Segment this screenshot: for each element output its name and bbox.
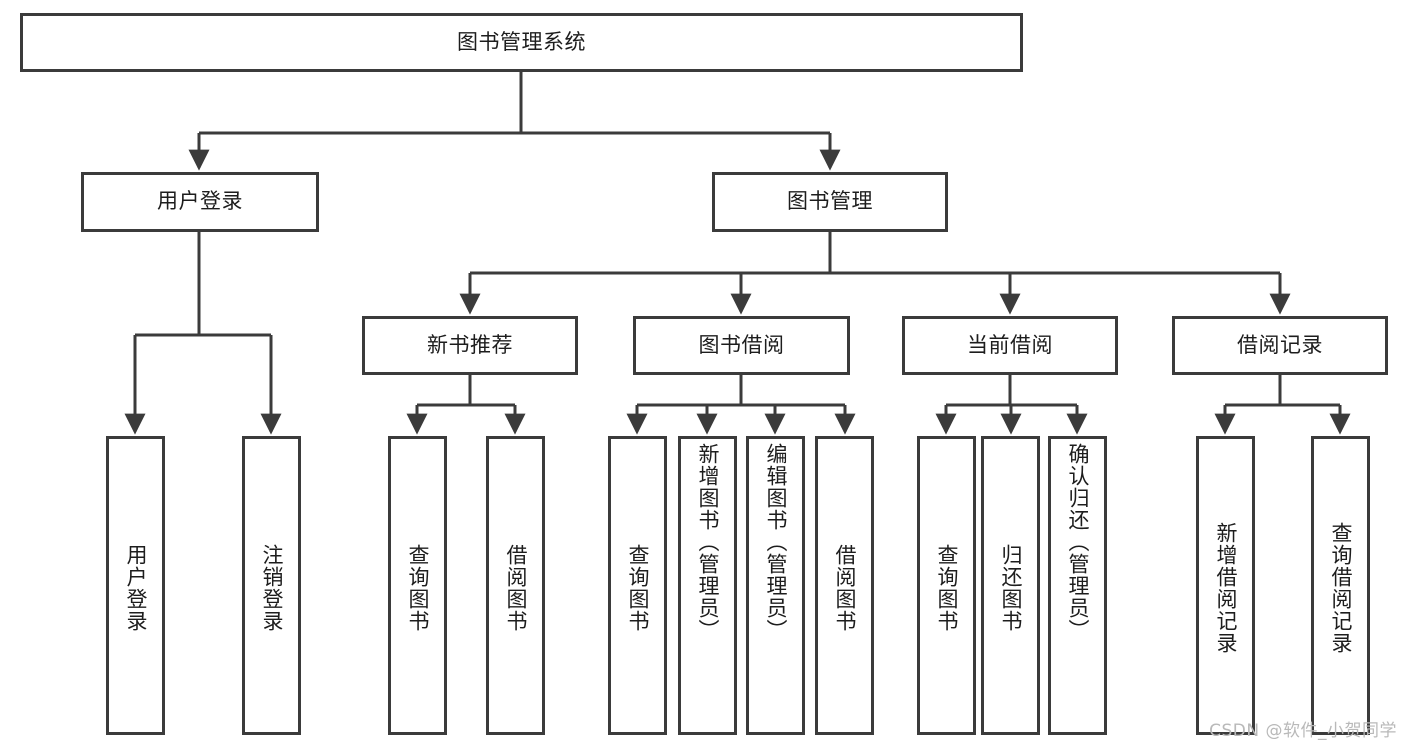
node-leaf-borrow-book-2[interactable]: 借阅图书 [815, 436, 874, 735]
node-leaf-borrow-book-1-label: 借阅图书 [503, 543, 528, 632]
node-borrow-record[interactable]: 借阅记录 [1172, 316, 1388, 375]
csdn-watermark: CSDN @软件_小贺同学 [1209, 721, 1397, 741]
node-root[interactable]: 图书管理系统 [20, 13, 1023, 72]
node-leaf-add-record[interactable]: 新增借阅记录 [1196, 436, 1255, 735]
node-book-management-label: 图书管理 [787, 189, 873, 214]
node-user-login[interactable]: 用户登录 [81, 172, 319, 232]
node-leaf-query-record-label: 查询借阅记录 [1328, 521, 1353, 654]
node-leaf-borrow-book-1[interactable]: 借阅图书 [486, 436, 545, 735]
node-leaf-return-book-label: 归还图书 [998, 543, 1023, 632]
node-new-book-recommend[interactable]: 新书推荐 [362, 316, 578, 375]
node-leaf-query-book-1[interactable]: 查询图书 [388, 436, 447, 735]
node-leaf-return-book[interactable]: 归还图书 [981, 436, 1040, 735]
node-new-book-recommend-label: 新书推荐 [427, 332, 513, 357]
node-leaf-query-book-3-label: 查询图书 [934, 543, 959, 632]
node-leaf-borrow-book-2-label: 借阅图书 [832, 543, 857, 632]
node-leaf-query-book-2-label: 查询图书 [625, 543, 650, 632]
node-leaf-logout-login[interactable]: 注销登录 [242, 436, 301, 735]
node-leaf-edit-book-label: 编辑图书（管理员） [763, 443, 788, 641]
node-leaf-query-book-2[interactable]: 查询图书 [608, 436, 667, 735]
node-leaf-edit-book[interactable]: 编辑图书（管理员） [746, 436, 805, 735]
node-current-borrow[interactable]: 当前借阅 [902, 316, 1118, 375]
node-leaf-add-book[interactable]: 新增图书（管理员） [678, 436, 737, 735]
node-leaf-query-book-1-label: 查询图书 [405, 543, 430, 632]
node-leaf-confirm-return[interactable]: 确认归还（管理员） [1048, 436, 1107, 735]
node-leaf-user-login[interactable]: 用户登录 [106, 436, 165, 735]
node-leaf-user-login-label: 用户登录 [123, 543, 148, 632]
node-leaf-add-book-label: 新增图书（管理员） [695, 443, 720, 641]
node-root-label: 图书管理系统 [457, 29, 586, 54]
node-leaf-add-record-label: 新增借阅记录 [1213, 521, 1238, 654]
node-current-borrow-label: 当前借阅 [967, 332, 1053, 357]
node-book-borrow-label: 图书借阅 [698, 332, 785, 357]
node-user-login-label: 用户登录 [157, 189, 243, 214]
node-book-borrow[interactable]: 图书借阅 [633, 316, 850, 375]
node-leaf-query-record[interactable]: 查询借阅记录 [1311, 436, 1370, 735]
node-leaf-confirm-return-label: 确认归还（管理员） [1065, 443, 1090, 641]
node-borrow-record-label: 借阅记录 [1237, 332, 1323, 357]
node-leaf-query-book-3[interactable]: 查询图书 [917, 436, 976, 735]
node-leaf-logout-login-label: 注销登录 [259, 543, 284, 632]
node-book-management[interactable]: 图书管理 [712, 172, 948, 232]
